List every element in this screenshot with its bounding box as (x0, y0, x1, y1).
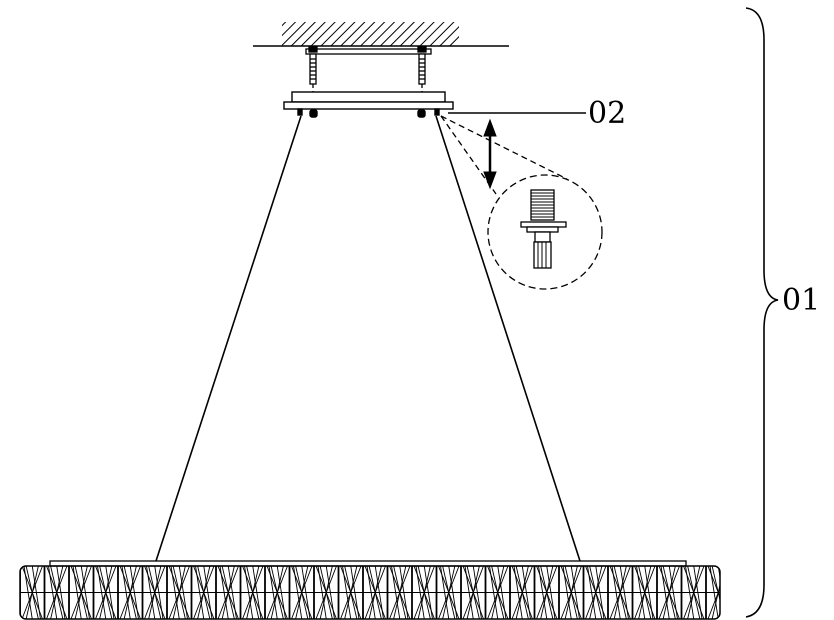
height-adjust-arrow (483, 118, 497, 190)
crystal-segment (386, 566, 412, 619)
canopy-plate (283, 91, 454, 118)
crystal-segment (166, 566, 192, 619)
crystal-segment (313, 566, 339, 619)
cable-gripper-detail (440, 115, 603, 290)
crystal-segment (43, 566, 69, 619)
bracket-bar (305, 48, 432, 55)
label-assembly-01: 01 (782, 283, 821, 318)
crystal-segment (460, 566, 486, 619)
crystal-segment (705, 566, 720, 619)
crystal-segment (411, 566, 437, 619)
crystal-segment (631, 566, 657, 619)
crystal-segment (117, 566, 143, 619)
crystal-segment (656, 566, 682, 619)
right-bolt (417, 46, 427, 85)
crystal-segment (190, 566, 216, 619)
canopy-base (283, 101, 454, 110)
label-canopy-02: 02 (588, 96, 627, 131)
crystal-segment (92, 566, 118, 619)
crystal-segment (68, 566, 94, 619)
detail-circle (487, 174, 603, 290)
crystal-segment (582, 566, 608, 619)
canopy-top (291, 91, 446, 103)
assembly-brace (745, 7, 779, 618)
ceiling (253, 22, 509, 47)
crystal-segment (607, 566, 633, 619)
crystal-segment (20, 566, 45, 619)
crystal-ring (19, 560, 721, 620)
crystal-segment (337, 566, 363, 619)
crystal-segment (264, 566, 290, 619)
crystal-segment (680, 566, 706, 619)
crystal-segment (239, 566, 265, 619)
ceiling-hatch (282, 22, 459, 46)
crystal-segment (435, 566, 461, 619)
suspension-cables (155, 115, 581, 562)
crystal-segment (288, 566, 314, 619)
crystal-band (20, 566, 720, 619)
left-cable (155, 115, 302, 562)
crystal-segment (558, 566, 584, 619)
crystal-segment (509, 566, 535, 619)
crystal-segment (141, 566, 167, 619)
crystal-segment (484, 566, 510, 619)
crystal-segment (533, 566, 559, 619)
crystal-segment (362, 566, 388, 619)
right-cable (435, 115, 581, 562)
crystal-segment (215, 566, 241, 619)
left-bolt (308, 46, 318, 85)
